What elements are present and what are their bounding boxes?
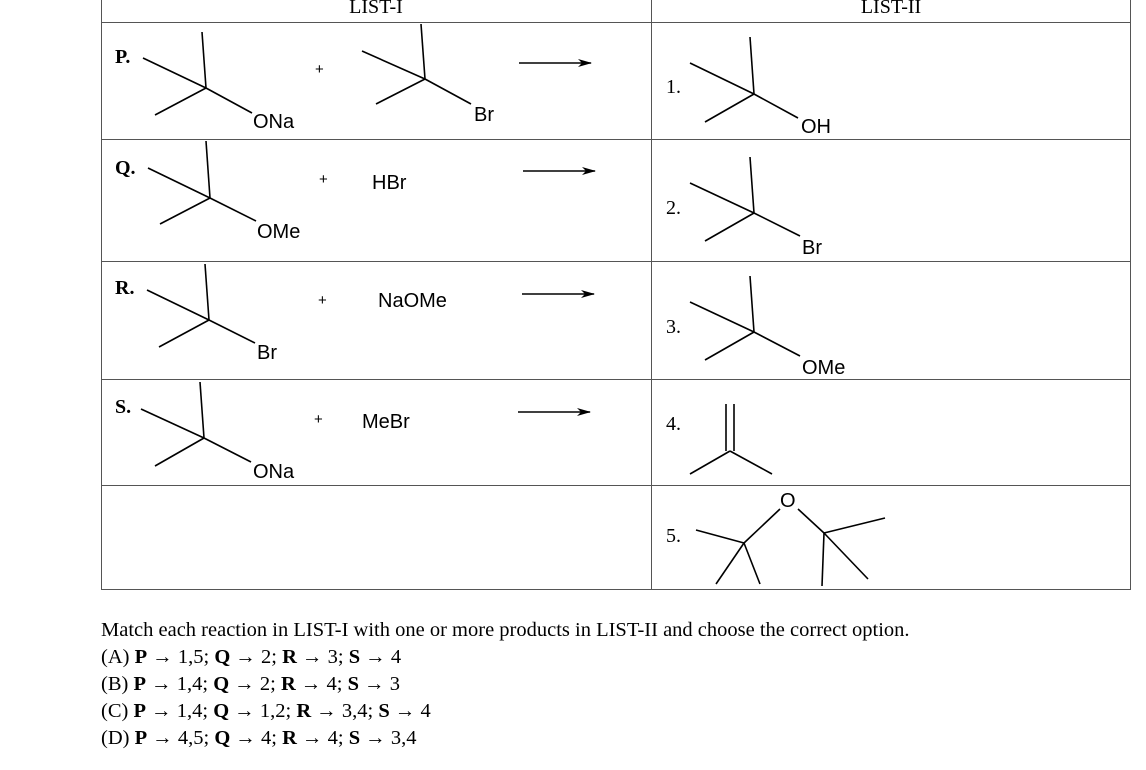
- option-a[interactable]: (A) P → 1,5; Q → 2; R → 3; S → 4: [101, 644, 910, 671]
- mapped-products: → 3,4;: [311, 700, 379, 722]
- list-i-letter: P: [134, 727, 148, 749]
- list-i-letter: Q: [213, 700, 230, 722]
- mapped-products: → 4,5;: [147, 727, 215, 749]
- group-label: Br: [474, 104, 494, 126]
- row-q-reaction: Q. OMe + HBr: [115, 140, 596, 243]
- option-key: (A): [101, 646, 135, 668]
- product-3-methyl-tert-butyl-ether: 3. OMe: [666, 275, 845, 379]
- mapped-products: → 1,4;: [145, 673, 214, 695]
- product-number: 3.: [666, 316, 681, 338]
- list-i-letter: S: [347, 673, 360, 695]
- list-i-letter: S: [348, 727, 361, 749]
- option-key: (B): [101, 673, 134, 695]
- mapped-products: → 3: [359, 673, 401, 695]
- list-i-letter: R: [282, 646, 297, 668]
- list-i-letter: Q: [213, 673, 230, 695]
- product-2-tert-butyl-bromide: 2. Br: [666, 156, 822, 259]
- question-prompt: Match each reaction in LIST-I with one o…: [101, 619, 910, 641]
- mapped-products: → 1,5;: [147, 646, 215, 668]
- list-i-letter: R: [296, 700, 312, 722]
- mapped-products: → 3,4: [360, 727, 417, 749]
- list-i-letter: P: [133, 673, 146, 695]
- list-i-letter: P: [134, 646, 148, 668]
- reagent-label: NaOMe: [378, 290, 447, 312]
- list-i-letter: Q: [214, 727, 231, 749]
- row-label-r: R.: [115, 277, 134, 299]
- list-i-letter: Q: [214, 646, 231, 668]
- list-i-letter: R: [282, 727, 297, 749]
- row-divider: [101, 261, 1131, 262]
- mapped-products: → 2;: [230, 646, 283, 668]
- row-divider: [101, 379, 1131, 380]
- row-p-reaction: P. ONa + Br: [115, 23, 592, 133]
- list-i-letter: P: [133, 700, 146, 722]
- plus-sign: +: [314, 411, 323, 428]
- plus-sign: +: [319, 171, 328, 188]
- question-block: Match each reaction in LIST-I with one o…: [101, 617, 910, 752]
- mapped-products: → 2;: [229, 673, 281, 695]
- product-number: 2.: [666, 197, 681, 219]
- product-1-tert-butanol: 1. OH: [666, 36, 831, 138]
- row-s-reaction: S. ONa + MeBr: [115, 381, 591, 483]
- group-label: ONa: [253, 461, 295, 483]
- mapped-products: → 1,4;: [145, 700, 214, 722]
- column-divider: [651, 0, 652, 590]
- plus-sign: +: [318, 292, 327, 309]
- product-5-di-tert-butyl-ether: 5. O: [666, 490, 886, 587]
- option-key: (C): [101, 700, 134, 722]
- group-label: OMe: [257, 221, 300, 243]
- product-4-isobutylene: 4.: [666, 404, 773, 475]
- mapped-products: → 4;: [295, 673, 348, 695]
- tert-butoxide-structure: ONa: [142, 31, 295, 133]
- group-label: OH: [801, 116, 831, 138]
- row-r-reaction: R. Br + NaOMe: [115, 263, 595, 364]
- row-divider: [101, 22, 1131, 23]
- methyl-tert-butyl-ether-structure: OMe: [147, 140, 300, 243]
- row-divider: [101, 485, 1131, 486]
- mapped-products: → 4;: [296, 727, 349, 749]
- product-number: 4.: [666, 413, 681, 435]
- match-table: [101, 0, 1131, 590]
- list-i-header: LIST-I: [349, 0, 403, 18]
- reagent-label: MeBr: [362, 411, 410, 433]
- list-ii-header: LIST-II: [860, 0, 922, 18]
- mapped-products: → 4;: [230, 727, 283, 749]
- row-label-q: Q.: [115, 157, 136, 179]
- list-i-letter: R: [280, 673, 296, 695]
- list-i-letter: S: [348, 646, 361, 668]
- product-number: 5.: [666, 525, 681, 547]
- tert-butyl-bromide-structure: Br: [146, 263, 277, 364]
- tert-butoxide-structure: ONa: [140, 381, 295, 483]
- tert-butyl-bromide-structure: Br: [361, 23, 494, 126]
- list-i-letter: S: [378, 700, 390, 722]
- group-label: Br: [802, 237, 822, 259]
- row-divider: [101, 139, 1131, 140]
- reagent-label: HBr: [372, 172, 407, 194]
- plus-sign: +: [315, 61, 324, 78]
- product-number: 1.: [666, 76, 681, 98]
- option-d[interactable]: (D) P → 4,5; Q → 4; R → 4; S → 3,4: [101, 725, 910, 752]
- reaction-structures: P. ONa + Br Q.: [115, 23, 886, 587]
- mapped-products: → 4: [360, 646, 402, 668]
- mapped-products: → 1,2;: [229, 700, 297, 722]
- mapped-products: → 3;: [296, 646, 349, 668]
- option-c[interactable]: (C) P → 1,4; Q → 1,2; R → 3,4; S → 4: [101, 698, 910, 725]
- group-label: Br: [257, 342, 277, 364]
- mapped-products: → 4: [389, 700, 431, 722]
- group-label: OMe: [802, 357, 845, 379]
- group-label: ONa: [253, 111, 295, 133]
- answer-options: (A) P → 1,5; Q → 2; R → 3; S → 4(B) P → …: [101, 644, 910, 752]
- option-b[interactable]: (B) P → 1,4; Q → 2; R → 4; S → 3: [101, 671, 910, 698]
- row-label-s: S.: [115, 396, 131, 418]
- option-key: (D): [101, 727, 135, 749]
- oxygen-label: O: [780, 490, 796, 512]
- row-label-p: P.: [115, 46, 130, 68]
